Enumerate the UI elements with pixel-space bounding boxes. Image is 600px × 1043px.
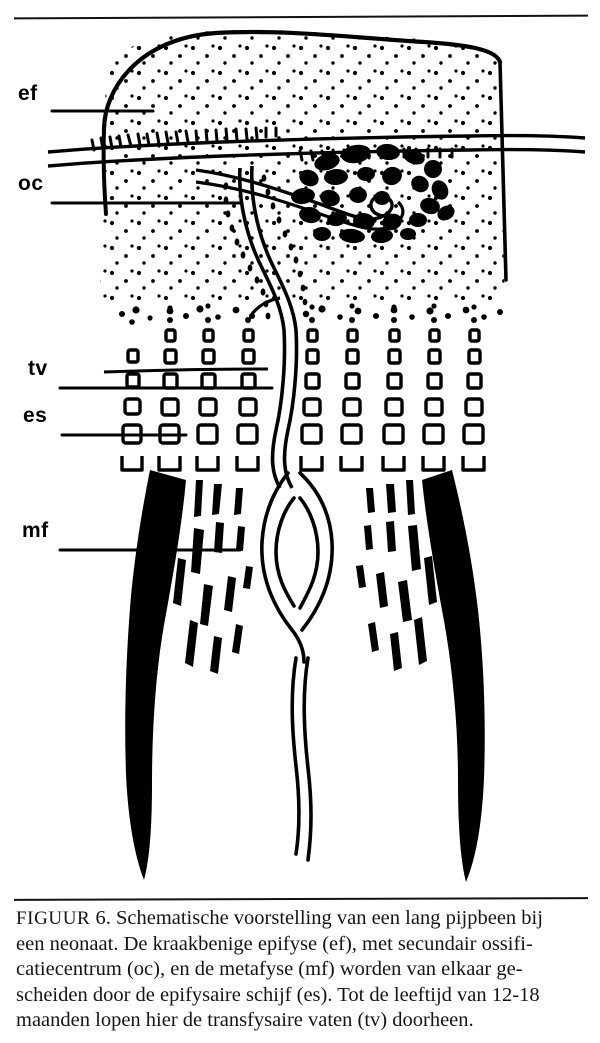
perichondrial-ring [47,126,586,168]
secondary-ossification-center [195,143,455,244]
bone-diagram-svg [47,29,586,889]
caption-line-4: scheiden door de epifysaire schijf (es).… [16,983,540,1006]
caption-line-2: een neonaat. De kraakbenige epifyse (ef)… [16,932,533,955]
figure-caption: FIGUUR 6. Schematische voorstelling van … [16,906,588,1034]
epiphysis-cartilage [100,29,508,305]
label-oc: oc [18,172,44,195]
epiphyseal-plate [103,303,503,472]
bone-diagram [0,18,600,896]
figuur-label: FIGUUR [16,908,91,929]
label-mf: mf [22,519,49,542]
metaphysis [125,470,485,882]
label-es: es [23,404,48,427]
caption-line-1: FIGUUR 6. Schematische voorstelling van … [16,906,588,932]
label-tv: tv [28,357,48,380]
label-leader-lines [50,109,274,552]
caption-line-3: catiecentrum (oc), en de metafyse (mf) w… [16,958,523,980]
transphyseal-vessel [223,165,308,489]
caption-line-1-text: 6. Schematische voorstelling van een lan… [95,907,543,929]
label-ef: ef [18,82,38,105]
diaphysis-cortex [146,784,188,889]
caption-line-5: maanden lopen hier de transfysaire vaten… [16,1009,474,1031]
nutrient-vessel-loop [260,471,334,862]
caption-divider-rule [13,897,589,901]
